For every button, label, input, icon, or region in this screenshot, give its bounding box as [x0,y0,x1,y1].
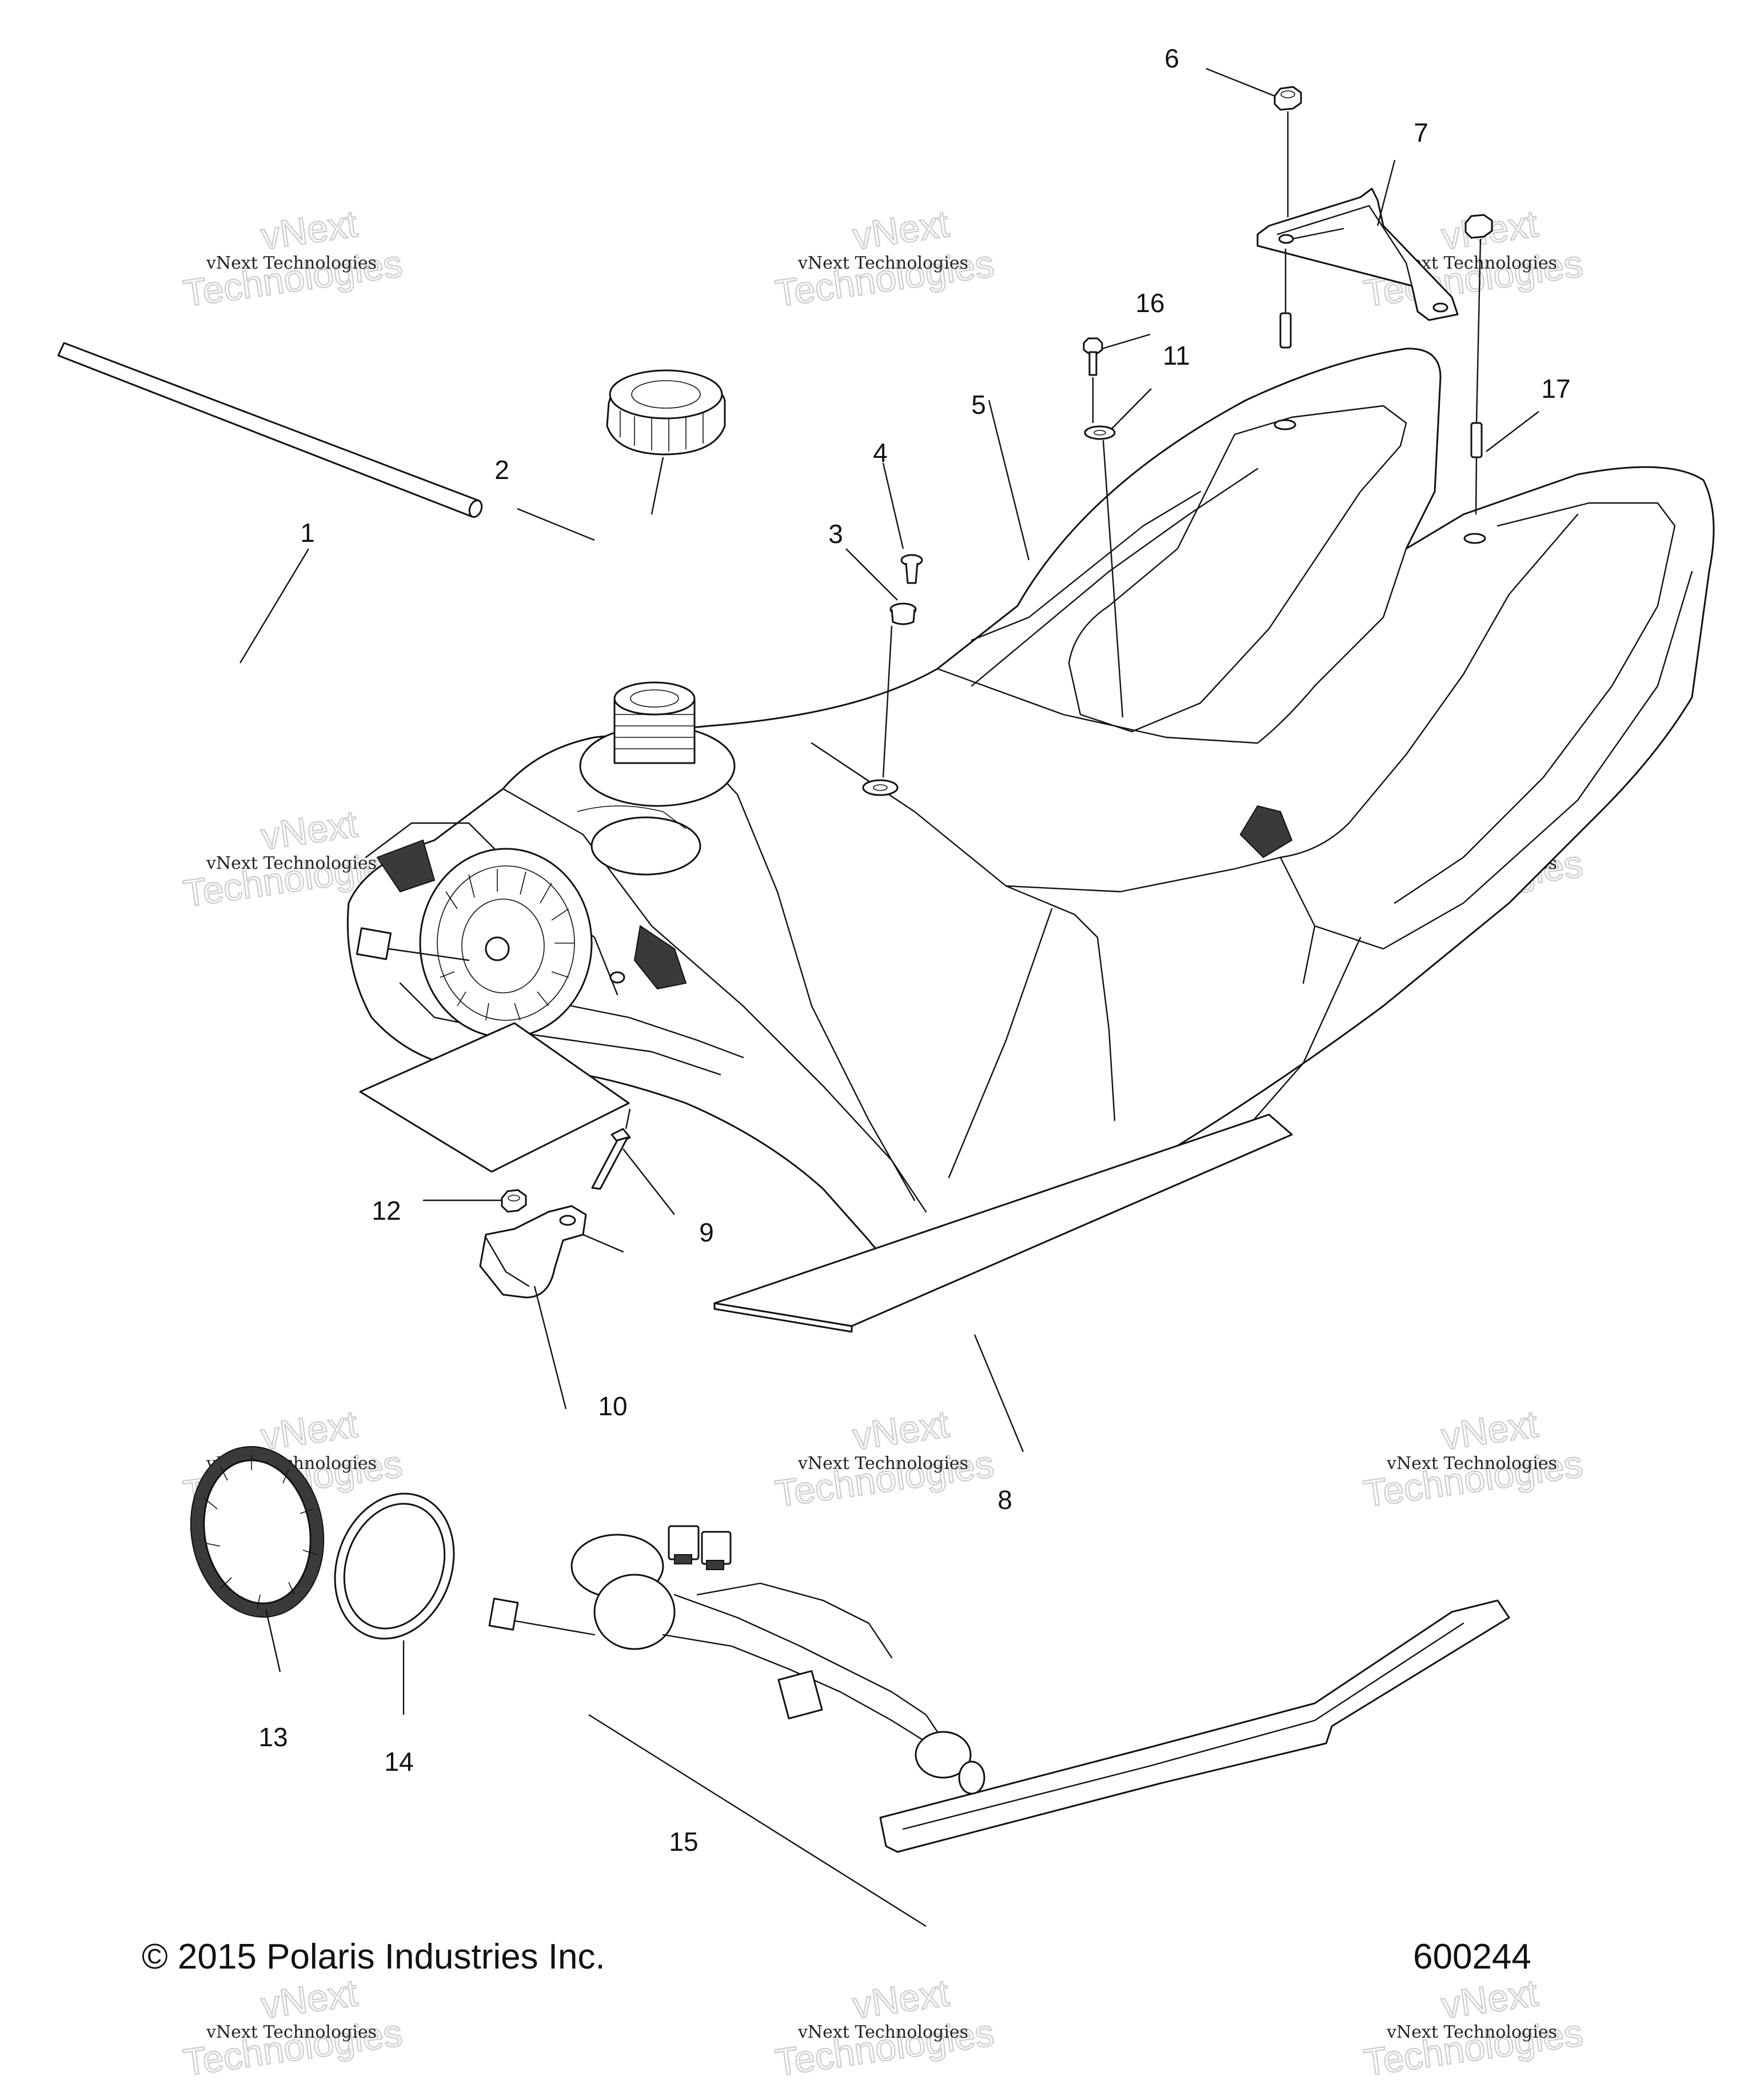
callout-10: 10 [598,1391,627,1421]
callout-14: 14 [384,1747,413,1776]
seal-part-14 [334,1492,455,1640]
callouts: 1 2 3 4 5 6 7 8 9 10 11 12 13 14 15 16 1… [258,43,1570,1857]
svg-text:vNext Technologies: vNext Technologies [1386,2022,1557,2042]
svg-text:vNext Technologies: vNext Technologies [1386,1454,1557,1474]
svg-text:vNext Technologies: vNext Technologies [206,2022,377,2042]
fuel-tank-part [346,348,1715,1270]
callout-13: 13 [258,1722,288,1752]
callout-1: 1 [300,518,315,548]
callout-4: 4 [873,438,888,468]
callout-11: 11 [1163,341,1190,370]
part-number-text: 600244 [1413,1937,1531,1977]
nut-part-6 [1274,86,1302,111]
grommet-part [889,602,917,625]
callout-9: 9 [699,1217,714,1247]
bolt-part-16 [1083,337,1103,376]
callout-15: 15 [669,1827,698,1857]
svg-text:vNext Technologies: vNext Technologies [797,2022,968,2042]
svg-text:vNext Technologies: vNext Technologies [206,253,377,273]
lock-ring-part-13 [190,1446,325,1618]
nut-part-7b [1464,214,1493,239]
callout-3: 3 [828,519,843,549]
bracket-part-7 [1256,187,1459,321]
washer-part-11 [1084,425,1116,440]
callout-8: 8 [997,1485,1012,1515]
callout-12: 12 [372,1196,401,1225]
filler-cap-part [606,369,726,456]
svg-text:vNext Technologies: vNext Technologies [206,853,377,873]
callout-5: 5 [971,390,986,420]
svg-text:vNext Technologies: vNext Technologies [797,253,968,273]
callout-7: 7 [1414,118,1428,147]
callout-17: 17 [1541,374,1570,404]
screw-part-4 [900,554,923,584]
fuel-pump-part-15 [488,1525,1510,1853]
leader-lines [239,67,1539,1927]
callout-16: 16 [1135,288,1164,318]
nut-part-12 [501,1189,527,1213]
callout-6: 6 [1164,43,1179,73]
callout-2: 2 [494,455,509,485]
clip-part-10 [479,1205,624,1299]
svg-text:vNext Technologies: vNext Technologies [797,1454,968,1474]
copyright-text: © 2015 Polaris Industries Inc. [142,1937,605,1977]
tank-pads-part [359,1022,1293,1333]
vent-tube-part [57,342,483,518]
bolt-part-9 [591,1128,631,1190]
